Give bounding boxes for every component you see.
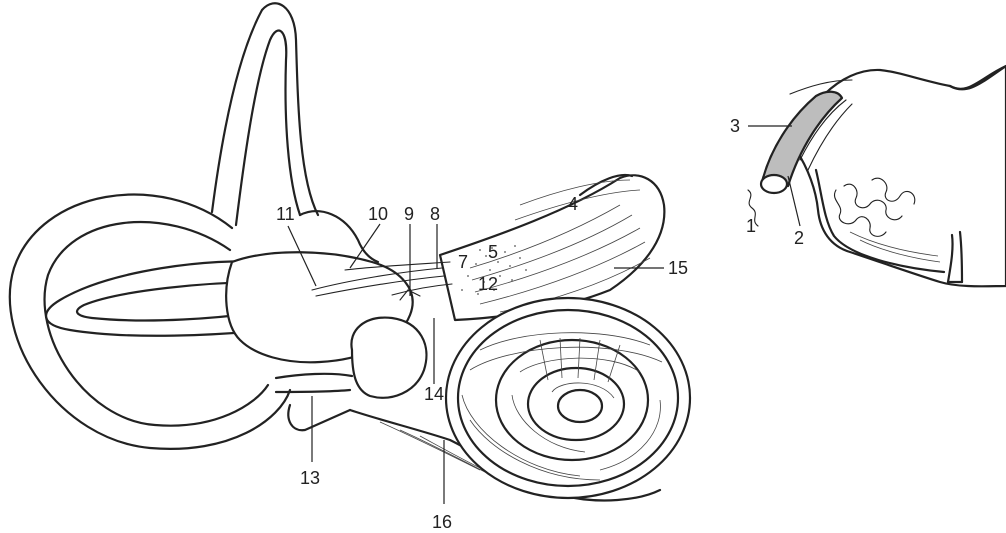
label-14: 14 [424, 384, 444, 404]
label-13: 13 [300, 468, 320, 488]
label-11: 11 [276, 204, 295, 224]
posterior-canal [8, 193, 292, 450]
callout-labels: 1 2 3 4 5 7 8 9 10 11 12 13 14 15 16 [276, 116, 804, 532]
label-10: 10 [368, 204, 388, 224]
label-3: 3 [730, 116, 740, 136]
label-9: 9 [404, 204, 414, 224]
saccule [350, 316, 428, 399]
label-1: 1 [746, 216, 756, 236]
nerve-fiber [762, 91, 842, 186]
label-15: 15 [668, 258, 688, 278]
labyrinth-drawing [8, 2, 692, 504]
ganglion-stipple [461, 245, 527, 295]
label-16: 16 [432, 512, 452, 532]
label-5: 5 [488, 242, 498, 262]
label-7: 7 [458, 252, 468, 272]
detail-inset [747, 64, 1006, 288]
cochlea [444, 296, 692, 500]
label-2: 2 [794, 228, 804, 248]
anterior-canal [210, 2, 320, 217]
label-12: 12 [478, 274, 498, 294]
label-8: 8 [430, 204, 440, 224]
lateral-canal [44, 260, 272, 337]
label-4: 4 [568, 194, 578, 214]
